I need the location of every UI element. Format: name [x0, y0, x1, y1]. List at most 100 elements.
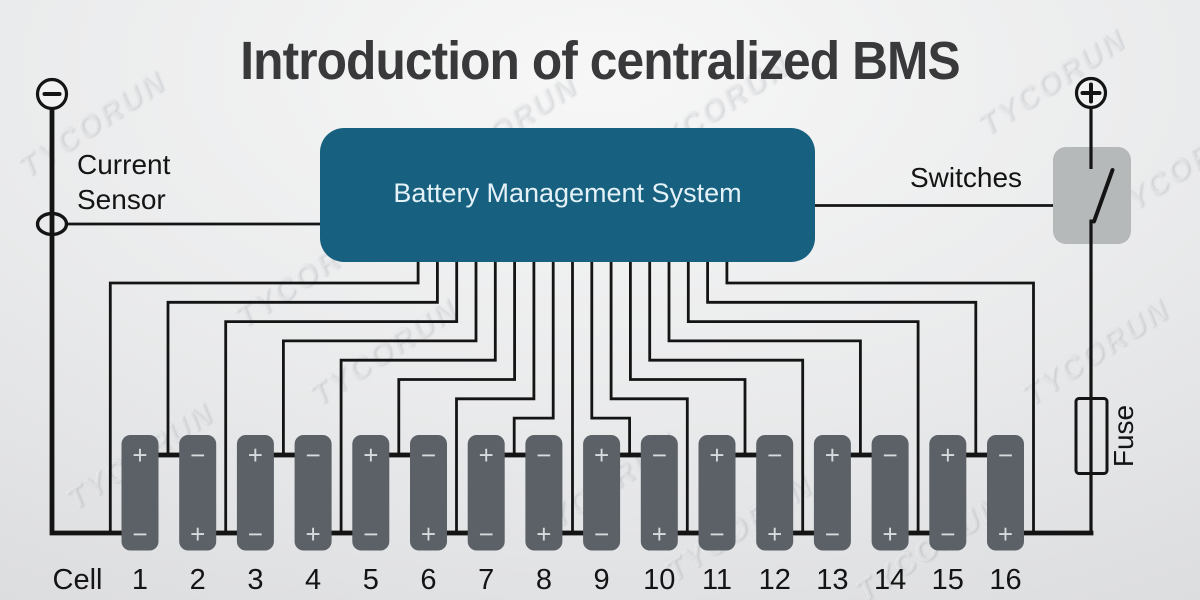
series-link-14-15 [890, 530, 948, 536]
cell-16-body [987, 435, 1024, 551]
sense-wire-5 [397, 261, 516, 454]
cell-6-top-terminal: − [421, 440, 436, 470]
cell-8: −+ [525, 435, 563, 551]
sense-wire-9 [590, 261, 631, 454]
cell-13-bottom-terminal: − [825, 519, 840, 549]
sense-wire-16 [725, 261, 1035, 533]
sense-wire-15 [706, 261, 978, 454]
sense-wire-11 [629, 261, 747, 454]
switches-label: Switches [910, 162, 1022, 193]
cell-14-body [871, 435, 909, 551]
series-link-12-13 [774, 530, 833, 536]
cell-9-body [583, 435, 621, 551]
cell-number-10: 10 [643, 564, 675, 596]
cell-6-bottom-terminal: + [421, 519, 436, 549]
cell-number-3: 3 [247, 564, 263, 596]
fuse-symbol [1074, 397, 1109, 475]
cell-14-bottom-terminal: + [883, 519, 898, 549]
cell-13-top-terminal: + [825, 440, 840, 470]
cell-1-top-terminal: + [132, 440, 147, 470]
series-link-9-10 [601, 452, 660, 458]
cell-13-body [813, 435, 851, 551]
cell-4: −+ [294, 435, 332, 551]
bms-box: Battery Management System [320, 128, 815, 262]
cell-6-body [410, 435, 447, 551]
cell-2-top-terminal: − [190, 440, 205, 470]
cell-14-top-terminal: − [883, 440, 898, 470]
cell-11-body [698, 435, 736, 551]
series-link-15-16 [947, 452, 1006, 458]
cell-13: +− [813, 435, 851, 551]
cell-7-body [467, 435, 505, 551]
bms-sense-wires [108, 261, 1035, 533]
sense-wire-2 [224, 261, 459, 533]
cell-10-bottom-terminal: + [652, 519, 667, 549]
cell-2-body [179, 435, 217, 551]
cell-7-bottom-terminal: − [479, 519, 494, 549]
cell-number-14: 14 [874, 564, 906, 596]
fuse-label: Fuse [1108, 405, 1139, 467]
cell-number-15: 15 [932, 564, 964, 596]
cell-8-bottom-terminal: + [536, 519, 551, 549]
negative-terminal-icon [35, 77, 69, 111]
series-link-7-8 [486, 452, 544, 458]
series-link-1-2 [140, 452, 198, 458]
series-link-6-7 [428, 530, 487, 536]
cell-number-6: 6 [420, 564, 436, 596]
cell-number-4: 4 [305, 564, 321, 596]
sense-wire-14 [686, 261, 920, 533]
sense-wire-7 [512, 261, 555, 454]
cell-12-body [756, 435, 794, 551]
cell-5: +− [352, 435, 390, 551]
switch-blade [1092, 168, 1115, 224]
cell-5-top-terminal: + [363, 440, 378, 470]
cell-2: −+ [179, 435, 217, 551]
cell-number-9: 9 [594, 564, 610, 596]
cell-3-top-terminal: + [248, 440, 263, 470]
positive-terminal-icon [1074, 76, 1108, 110]
cell-11: +− [698, 435, 736, 551]
bms-label: Battery Management System [393, 178, 741, 208]
cell-3: +− [236, 435, 274, 551]
series-link-10-11 [659, 530, 717, 536]
cell-6: −+ [410, 435, 447, 551]
cell-14: −+ [871, 435, 909, 551]
cell-5-body [352, 435, 390, 551]
sense-wire-10 [609, 261, 689, 533]
current-sensor-label-line1: Current [77, 149, 171, 180]
cell-4-top-terminal: − [306, 440, 321, 470]
cell-8-body [525, 435, 563, 551]
current-sensor-symbol [35, 211, 69, 237]
series-link-11-12 [717, 452, 775, 458]
cell-number-11: 11 [702, 564, 732, 596]
cell-15-top-terminal: + [940, 440, 955, 470]
cell-10: −+ [640, 435, 678, 551]
series-link-5-6 [370, 452, 429, 458]
sense-wire-1 [166, 261, 439, 454]
cell-8-top-terminal: − [536, 440, 551, 470]
cell-15-bottom-terminal: − [940, 519, 955, 549]
cell-11-bottom-terminal: − [709, 519, 724, 549]
cell-1-bottom-terminal: − [132, 519, 147, 549]
series-link-8-9 [543, 530, 602, 536]
negative-rail-wire [49, 107, 142, 536]
cell-number-1: 1 [132, 564, 148, 596]
cell-2-bottom-terminal: + [190, 519, 205, 549]
cell-9-bottom-terminal: − [594, 519, 609, 549]
cell-15-body [929, 435, 967, 551]
current-sensor-label-line2: Sensor [77, 184, 166, 215]
cell-12-top-terminal: − [767, 440, 782, 470]
cell-3-body [236, 435, 274, 551]
cell-12: −+ [756, 435, 794, 551]
cell-4-bottom-terminal: + [306, 519, 321, 549]
cell-number-13: 13 [816, 564, 848, 596]
cell-number-12: 12 [759, 564, 791, 596]
cell-12-bottom-terminal: + [767, 519, 782, 549]
series-link-2-3 [197, 530, 256, 536]
cell-number-7: 7 [478, 564, 494, 596]
cell-3-bottom-terminal: − [248, 519, 263, 549]
cell-7-top-terminal: + [479, 440, 494, 470]
cell-4-body [294, 435, 332, 551]
